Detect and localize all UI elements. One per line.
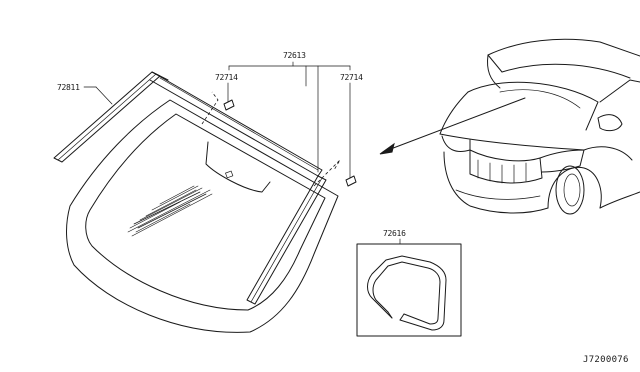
pointer-arrow-icon <box>379 97 526 155</box>
svg-text:72811: 72811 <box>57 83 80 92</box>
diagram-code: J7200076 <box>583 355 629 365</box>
label-72616: 72616 <box>383 229 406 245</box>
dam-rubber-detail-box[interactable] <box>356 243 462 337</box>
label-72714-left: 72714 <box>215 73 238 103</box>
label-72811: 72811 <box>57 83 113 105</box>
svg-text:72613: 72613 <box>283 51 306 60</box>
glass-reflection-hatch <box>127 185 213 237</box>
vehicle-front-view-icon <box>439 38 640 215</box>
top-moulding-part[interactable] <box>149 71 323 177</box>
right-moulding-part[interactable] <box>246 175 327 305</box>
label-72714-right: 72714 <box>340 73 363 179</box>
svg-text:72616: 72616 <box>383 229 406 238</box>
svg-text:72714: 72714 <box>215 73 238 82</box>
label-72613: 72613 <box>228 51 351 173</box>
windshield-glass-icon <box>66 99 339 333</box>
clip-left-icon[interactable] <box>201 91 235 125</box>
dam-rubber-icon <box>367 255 447 331</box>
svg-text:72714: 72714 <box>340 73 363 82</box>
clip-right-icon[interactable] <box>313 159 357 187</box>
